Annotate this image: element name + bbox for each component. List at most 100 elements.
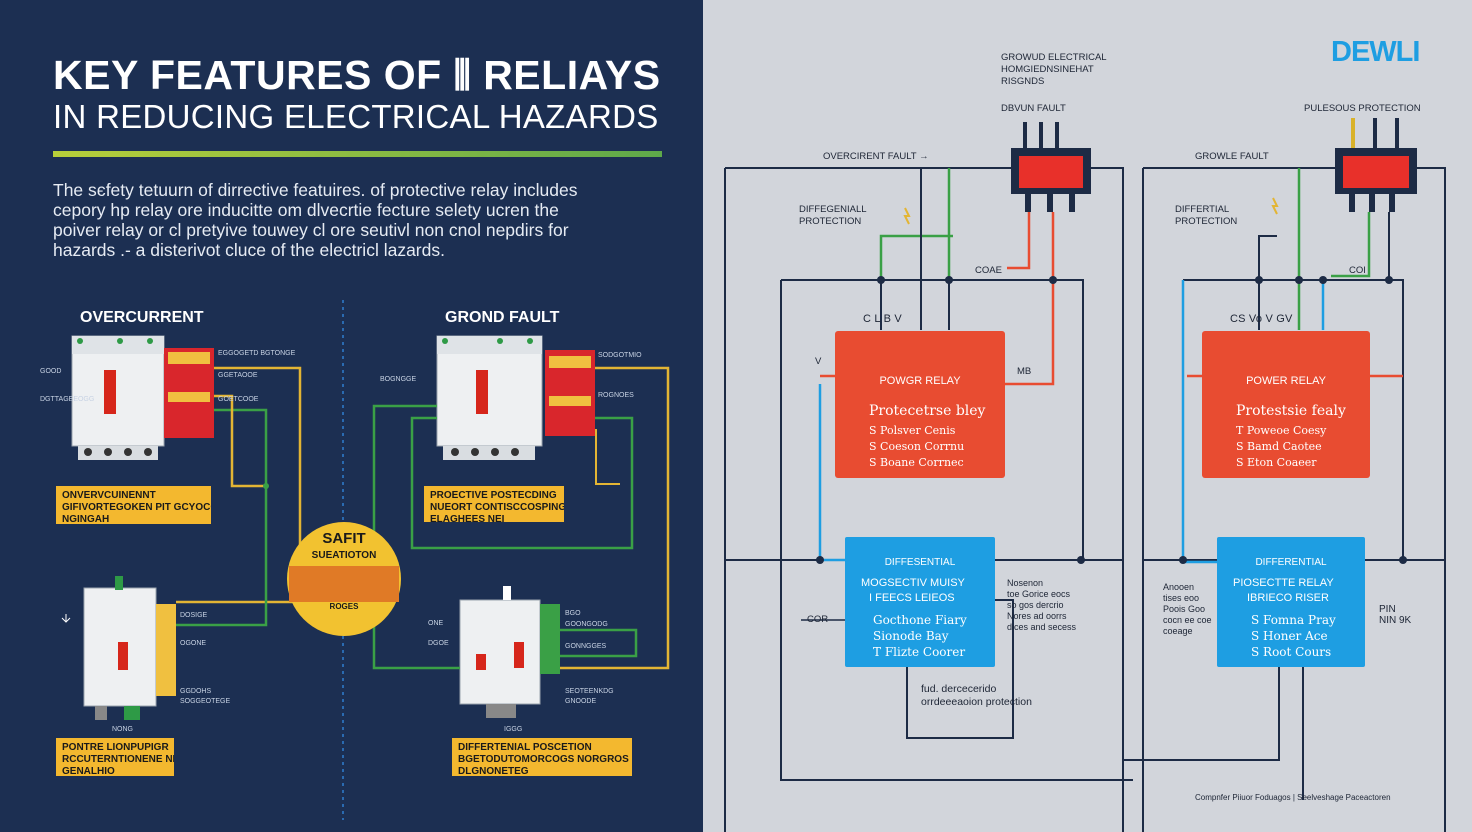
diff-line: S Fomna Pray: [1251, 613, 1336, 627]
note-line: Anooen: [1163, 582, 1195, 592]
power-relay-box-2: POWER RELAY Protestsie fealy T Poweoe Co…: [1202, 331, 1370, 478]
pin-line: PIN: [1379, 604, 1396, 615]
lightning-icon: [903, 207, 911, 225]
diff-line: T Flizte Coorer: [873, 645, 966, 659]
tiny-label: ONE: [428, 620, 444, 627]
box-line: ONVERVCUINENNT: [62, 490, 156, 501]
right-panel: DEWLI GROWUD ELECTRICAL HOMGIEDNSINEHAT …: [703, 0, 1472, 832]
differential-breaker-icon: [459, 586, 560, 718]
tiny-label: OGONE: [180, 640, 207, 647]
differential-label-box: DIFFERTENIAL POSCETION BGETODUTOMORCOGS …: [452, 738, 632, 776]
relay-item: S Coeson Corrnu: [869, 440, 965, 453]
right-schematic: [724, 118, 1446, 832]
main-title: KEY FEATURES OF ⫴ RELIAYS: [53, 52, 661, 98]
diff-line: IBRIECO RISER: [1247, 592, 1329, 604]
relay2-terminals: CS Vo V GV: [1230, 313, 1293, 325]
overcurrent-title: OVERCURRENT: [80, 309, 204, 326]
relay-list: T Poweoe Coesy S Bamd Caotee S Eton Coae…: [1236, 423, 1326, 471]
box-line: PONTRE LIONPUPIGR: [62, 742, 169, 753]
diff-protection-label: DIFFERTIAL: [1175, 204, 1230, 215]
diff-line: MOGSECTIV MUISY: [861, 577, 965, 589]
ground-fault-label: GROWLE FAULT: [1195, 151, 1269, 162]
note-line: fud. dercecerido: [921, 683, 997, 695]
diff-heading: DIFFERENTIAL: [1255, 557, 1327, 568]
relay1-terminals: C L B V: [863, 313, 902, 325]
note-line: dices and secess: [1007, 622, 1077, 632]
relay-item: S Polsver Cenis: [869, 424, 956, 437]
top-relay-icon-2: [1335, 118, 1417, 212]
tiny-label: SEOTEENKDG: [565, 688, 614, 695]
brand-logo: DEWLI: [1331, 36, 1420, 68]
top-relay-icon-1: [1011, 122, 1091, 212]
left-panel: KEY FEATURES OF ⫴ RELIAYS IN REDUCING EL…: [0, 0, 703, 832]
badge-subtitle: SUEATIOTON: [311, 550, 377, 561]
tiny-label: DOSIGE: [180, 612, 208, 619]
diff-line: S Root Cours: [1251, 645, 1332, 659]
relay-item: S Eton Coaeer: [1236, 456, 1317, 469]
box-line: GIFIVORTEGOKEN PIT GCYOCOSON: [62, 502, 211, 513]
top-label-line: HOMGIEDNSINEHAT: [1001, 64, 1094, 75]
differential-relay-box-1: DIFFESENTIAL MOGSECTIV MUISY I FEECS LEI…: [845, 537, 995, 667]
overcurrent-label-box: ONVERVCUINENNT GIFIVORTEGOKEN PIT GCYOCO…: [56, 486, 211, 524]
intro-line: poiver relay or cl pretyive touwey cl or…: [53, 220, 569, 240]
box-line: NUEORT CONTISCCOSPING: [430, 502, 564, 513]
relay-subtitle: Protestsie fealy: [1236, 403, 1346, 419]
tiny-label: GOOD: [40, 368, 62, 375]
top-label-line: RISGNDS: [1001, 76, 1045, 87]
box-line: ELAGHEES NEI: [430, 514, 505, 522]
note-line: so gos dercrio: [1007, 600, 1064, 610]
groundfault-breaker-icon: [436, 335, 595, 460]
tiny-label: GONNGGES: [565, 643, 607, 650]
diff-protection-label: PROTECTION: [1175, 216, 1238, 227]
safety-badge: SAFIT SUEATIOTON ROGES: [287, 522, 401, 636]
lightning-icon: [1271, 197, 1279, 215]
box-line: DIFFERTENIAL POSCETION: [458, 742, 592, 753]
power-relay-box-1: POWGR RELAY Protecetrse bley S Polsver C…: [835, 331, 1005, 478]
bottom-note: fud. dercecerido orrdeeeaoion protection: [921, 683, 1032, 709]
note-line: toe Gorice eocs: [1007, 589, 1071, 599]
tiny-label: GGDOHS: [180, 688, 212, 695]
tiny-label: EGGOGETD BGTONGE: [218, 350, 296, 357]
relay-item: S Bamd Caotee: [1236, 440, 1322, 453]
note-line: orrdeeeaoion protection: [921, 696, 1032, 708]
overcurrent-breaker-icon: [71, 335, 214, 460]
tiny-label: GOETCOOE: [218, 396, 259, 403]
diff-heading: DIFFESENTIAL: [884, 557, 956, 568]
pin-label: PIN NIN 9K: [1379, 604, 1411, 626]
relay-item: S Boane Corrnec: [869, 456, 964, 469]
groundfault-label-box: PROECTIVE POSTECDING NUEORT CONTISCCOSPI…: [424, 486, 564, 522]
intro-line: hazards .- a disterivot cluce of the ele…: [53, 240, 445, 260]
tiny-label: ROGNOES: [598, 392, 634, 399]
top-label-line: GROWUD ELECTRICAL: [1001, 52, 1107, 63]
relay-item: T Poweoe Coesy: [1236, 424, 1327, 437]
tiny-label: BOGNGGE: [380, 376, 417, 383]
power-breaker-icon: [83, 576, 176, 720]
cor-label: COR: [807, 614, 829, 625]
coi-label: COI: [1349, 265, 1366, 276]
protection-label: PULESOUS PROTECTION: [1304, 103, 1421, 114]
relay-list: S Polsver Cenis S Coeson Corrnu S Boane …: [869, 423, 964, 471]
relay-heading: POWGR RELAY: [879, 375, 961, 387]
box-line: RCCUTERNTIONENE NNNUI: [62, 754, 174, 765]
box-line: BGETODUTOMORCOGS NORGROS: [458, 754, 629, 765]
tiny-label: GNOODE: [565, 698, 597, 705]
diff-line: Sionode Bay: [873, 629, 949, 643]
note-line: Poois Goo: [1163, 604, 1206, 614]
intro-line: cepory hp relay ore inducitte om dlvecrt…: [53, 200, 559, 220]
pin-line: NIN 9K: [1379, 615, 1412, 626]
badge-title: SAFIT: [322, 530, 366, 547]
relay1-v-label: V: [815, 356, 822, 367]
power-label-box: PONTRE LIONPUPIGR RCCUTERNTIONENE NNNUI …: [56, 738, 174, 776]
diff-line: Gocthone Fiary: [873, 613, 967, 627]
diff-line: I FEECS LEIEOS: [869, 592, 955, 604]
note-line: tises eoo: [1163, 593, 1200, 603]
note-line: coeage: [1163, 626, 1193, 636]
relay1-mb-label: MB: [1017, 366, 1032, 377]
relay-subtitle: Protecetrse bley: [869, 403, 986, 419]
note-line: Nores ad oorrs: [1007, 611, 1067, 621]
title-underline: [53, 151, 662, 157]
tiny-label: BGO: [565, 610, 581, 617]
tiny-label: SOGGEOTEGE: [180, 698, 231, 705]
tiny-label: GGETAOOE: [218, 372, 258, 379]
badge-relay-icon: [289, 566, 399, 602]
